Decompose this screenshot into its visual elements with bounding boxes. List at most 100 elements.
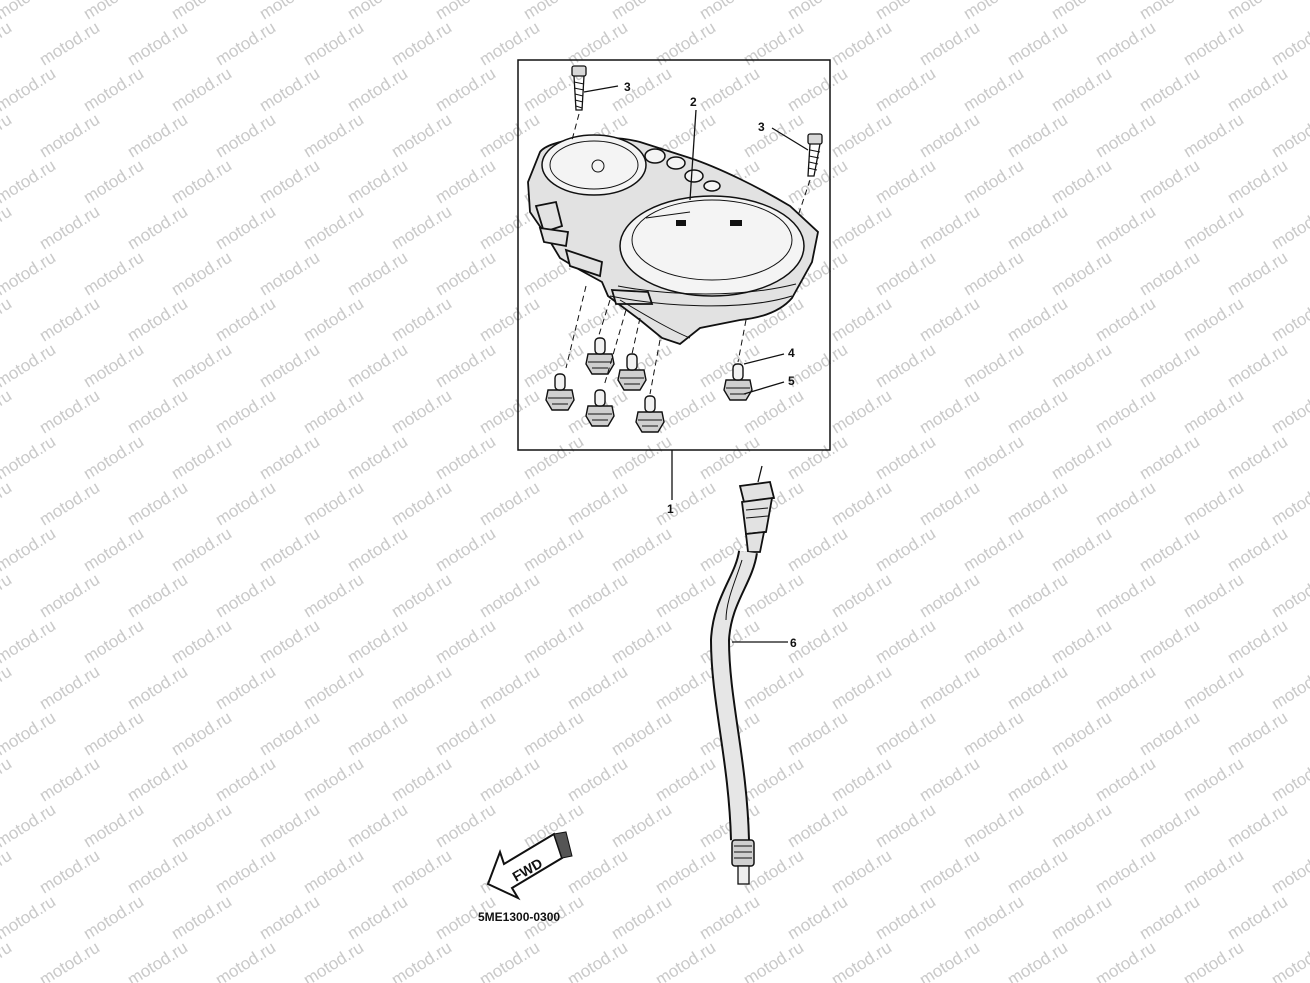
- watermark-text: motod.ru: [212, 386, 279, 438]
- socket: [585, 353, 615, 375]
- watermark-text: motod.ru: [36, 18, 103, 70]
- watermark-text: motod.ru: [256, 800, 323, 852]
- watermark-text: motod.ru: [80, 800, 147, 852]
- watermark-text: motod.ru: [916, 294, 983, 346]
- watermark-text: motod.ru: [300, 18, 367, 70]
- socket: [635, 411, 665, 433]
- watermark-text: motod.ru: [36, 202, 103, 254]
- watermark-text: motod.ru: [784, 892, 851, 944]
- watermark-text: motod.ru: [0, 294, 15, 346]
- watermark-text: motod.ru: [1048, 616, 1115, 668]
- watermark-text: motod.ru: [36, 386, 103, 438]
- watermark-text: motod.ru: [168, 432, 235, 484]
- watermark-text: motod.ru: [916, 754, 983, 806]
- watermark-text: motod.ru: [344, 708, 411, 760]
- watermark-text: motod.ru: [476, 386, 543, 438]
- watermark-text: motod.ru: [1092, 570, 1159, 622]
- watermark-text: motod.ru: [0, 0, 59, 23]
- watermark-text: motod.ru: [1224, 432, 1291, 484]
- callout-1: 1: [667, 502, 674, 516]
- watermark-text: motod.ru: [1180, 478, 1247, 530]
- watermark-text: motod.ru: [256, 616, 323, 668]
- watermark-text: motod.ru: [124, 18, 191, 70]
- watermark-text: motod.ru: [916, 110, 983, 162]
- watermark-text: motod.ru: [1136, 524, 1203, 576]
- forward-direction-arrow: FWD: [486, 831, 573, 901]
- watermark-text: motod.ru: [344, 432, 411, 484]
- watermark-text: motod.ru: [1180, 570, 1247, 622]
- watermark-text: motod.ru: [652, 938, 719, 983]
- watermark-text: motod.ru: [916, 938, 983, 983]
- watermark-text: motod.ru: [872, 248, 939, 300]
- watermark-text: motod.ru: [1180, 938, 1247, 983]
- watermark-text: motod.ru: [476, 570, 543, 622]
- watermark-text: motod.ru: [608, 800, 675, 852]
- watermark-text: motod.ru: [652, 662, 719, 714]
- watermark-text: motod.ru: [168, 892, 235, 944]
- watermark-text: motod.ru: [256, 64, 323, 116]
- callout-3-left: 3: [624, 80, 631, 94]
- watermark-text: motod.ru: [828, 754, 895, 806]
- watermark-text: motod.ru: [1224, 340, 1291, 392]
- watermark-text: motod.ru: [1048, 800, 1115, 852]
- watermark-text: motod.ru: [476, 754, 543, 806]
- watermark-text: motod.ru: [0, 156, 59, 208]
- watermark-text: motod.ru: [960, 708, 1027, 760]
- watermark-text: motod.ru: [36, 662, 103, 714]
- callout-6: 6: [790, 636, 797, 650]
- watermark-text: motod.ru: [1268, 662, 1310, 714]
- watermark-text: motod.ru: [36, 478, 103, 530]
- watermark-text: motod.ru: [564, 662, 631, 714]
- watermark-text: motod.ru: [784, 524, 851, 576]
- watermark-text: motod.ru: [828, 18, 895, 70]
- part-code-label: 5ME1300-0300: [478, 910, 560, 924]
- watermark-text: motod.ru: [0, 708, 59, 760]
- watermark-text: motod.ru: [388, 110, 455, 162]
- watermark-text: motod.ru: [388, 386, 455, 438]
- watermark-text: motod.ru: [1048, 248, 1115, 300]
- bulb-socket-group: [545, 337, 753, 433]
- socket-ridge: [588, 413, 612, 421]
- watermark-text: motod.ru: [300, 202, 367, 254]
- socket-ridge: [548, 397, 572, 405]
- watermark-text: motod.ru: [0, 616, 59, 668]
- watermark-text: motod.ru: [1092, 478, 1159, 530]
- watermark-text: motod.ru: [0, 248, 59, 300]
- watermark-text: motod.ru: [740, 938, 807, 983]
- watermark-text: motod.ru: [212, 938, 279, 983]
- watermark-text: motod.ru: [388, 754, 455, 806]
- watermark-text: motod.ru: [872, 340, 939, 392]
- watermark-text: motod.ru: [828, 202, 895, 254]
- watermark-text: motod.ru: [300, 110, 367, 162]
- watermark-text: motod.ru: [784, 432, 851, 484]
- watermark-text: motod.ru: [36, 938, 103, 983]
- socket-ridge: [588, 361, 612, 369]
- watermark-text: motod.ru: [1224, 800, 1291, 852]
- watermark-text: motod.ru: [36, 754, 103, 806]
- watermark-text: motod.ru: [960, 616, 1027, 668]
- watermark-text: motod.ru: [388, 18, 455, 70]
- watermark-text: motod.ru: [1180, 754, 1247, 806]
- watermark-text: motod.ru: [344, 340, 411, 392]
- watermark-text: motod.ru: [960, 64, 1027, 116]
- watermark-text: motod.ru: [212, 18, 279, 70]
- watermark-text: motod.ru: [388, 662, 455, 714]
- watermark-text: motod.ru: [432, 156, 499, 208]
- watermark-text: motod.ru: [168, 616, 235, 668]
- watermark-text: motod.ru: [0, 846, 15, 898]
- watermark-text: motod.ru: [1180, 846, 1247, 898]
- watermark-text: motod.ru: [1224, 892, 1291, 944]
- watermark-text: motod.ru: [960, 156, 1027, 208]
- watermark-text: motod.ru: [432, 340, 499, 392]
- watermark-text: motod.ru: [608, 616, 675, 668]
- watermark-text: motod.ru: [0, 754, 15, 806]
- watermark-text: motod.ru: [300, 570, 367, 622]
- watermark-text: motod.ru: [1048, 524, 1115, 576]
- bulb: [644, 395, 656, 413]
- bulb-socket: [545, 373, 575, 411]
- bulb-socket: [635, 395, 665, 433]
- bulb: [626, 353, 638, 371]
- watermark-text: motod.ru: [828, 662, 895, 714]
- watermark-text: motod.ru: [1268, 18, 1310, 70]
- watermark-text: motod.ru: [476, 18, 543, 70]
